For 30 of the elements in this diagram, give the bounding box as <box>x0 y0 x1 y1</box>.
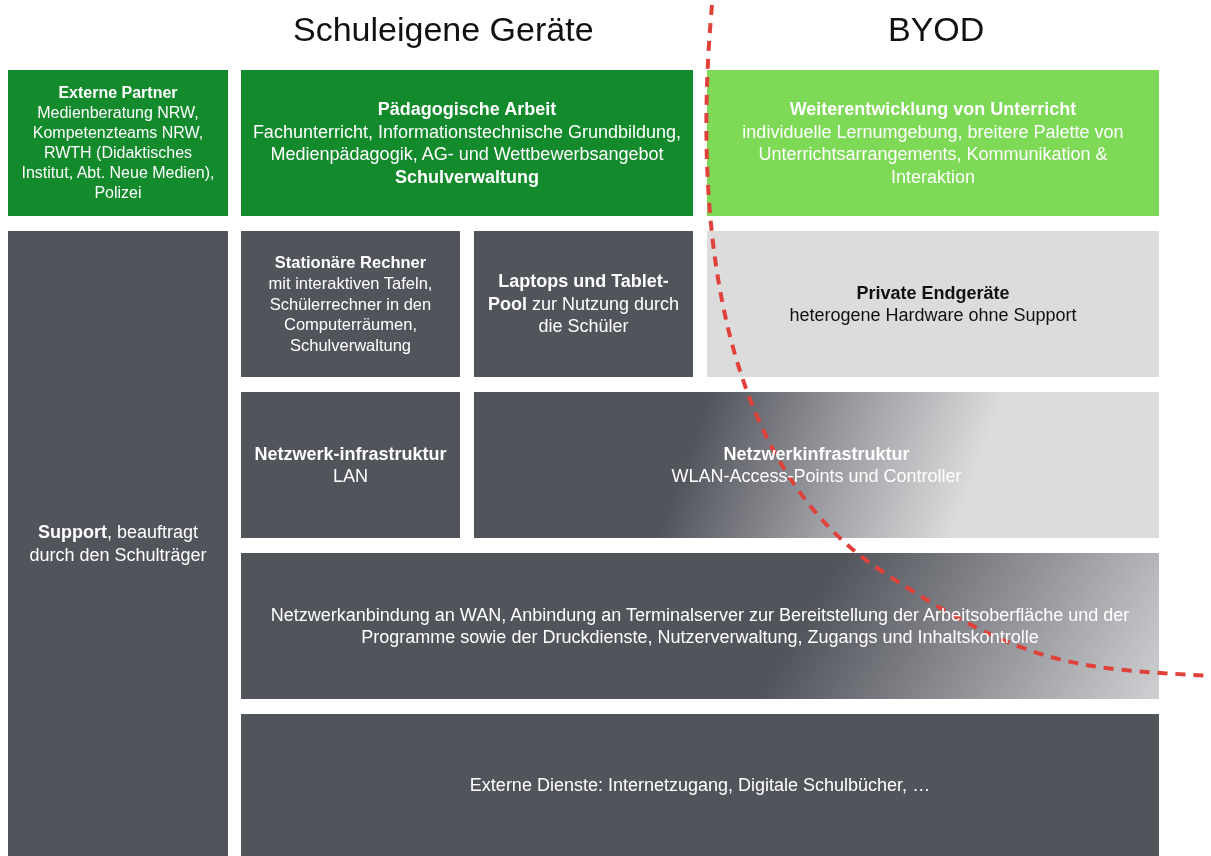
box-heading: Pädagogische Arbeit <box>377 98 557 121</box>
box-heading: Externe Partner <box>58 83 178 103</box>
column-heading: Schuleigene Geräte <box>293 10 594 49</box>
box-heading: Schulverwaltung <box>395 165 539 188</box>
device-box <box>707 231 1159 377</box>
partner-panel <box>8 70 228 216</box>
column-heading: BYOD <box>888 10 985 49</box>
network-box <box>241 392 460 538</box>
box-text: individuelle Lernumgebung, breitere Palette von Unterrichtsarrangements, Kommunikation & Interaktion <box>741 120 1125 188</box>
services-layer <box>241 714 1159 856</box>
box-text: Externe Dienste: Internetzugang, Digitale Schulbücher, … <box>469 773 931 797</box>
box-text: Medienberatung NRW, Kompetenzteams NRW, RWTH (Didaktisches Institut, Abt. Neue Medien), Polizei <box>20 103 216 203</box>
box-text: mit interaktiven Tafeln, Schülerrechner in den Computerräumen, Schulverwaltung <box>267 273 434 356</box>
box-text: Fachunterricht, Informationstechnische Grundbildung, Medienpädagogik, AG- und Wettbewerbsangebot <box>251 120 683 166</box>
device-box <box>474 231 693 377</box>
box-text: WLAN-Access-Points und Controller <box>671 465 962 488</box>
box-text: heterogene Hardware ohne Support <box>789 304 1077 327</box>
network-box <box>474 392 1159 538</box>
support-column <box>8 231 228 856</box>
box-text: Support, beauftragt durch den Schulträger <box>28 521 208 566</box>
development-panel <box>707 70 1159 216</box>
activity-panel <box>241 70 693 216</box>
box-heading: Private Endgeräte <box>856 281 1010 304</box>
box-text: Laptops und Tablet-Pool zur Nutzung durch die Schüler <box>486 270 681 338</box>
device-box <box>241 231 460 377</box>
box-heading: Weiterentwicklung von Unterricht <box>789 98 1077 121</box>
box-heading: Stationäre Rechner <box>274 252 427 274</box>
box-text: Netzwerk-infrastruktur LAN <box>253 442 448 488</box>
network-layer <box>241 553 1159 699</box>
box-heading: Netzwerkinfrastruktur <box>723 442 910 465</box>
